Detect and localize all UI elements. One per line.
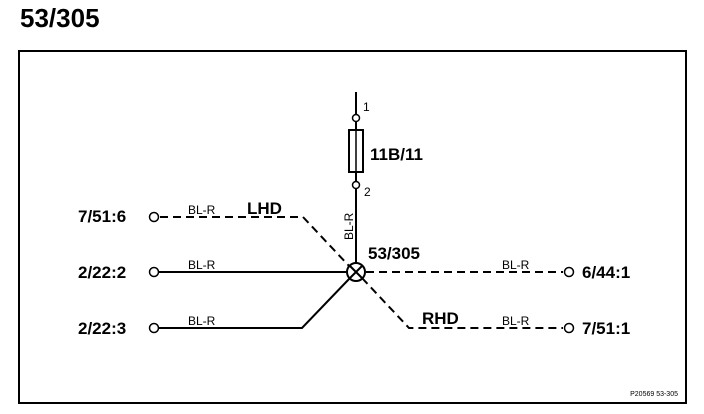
fuse-pin-2-terminal <box>351 180 361 190</box>
fuse-pin-1-terminal <box>351 113 361 123</box>
wire-left-mid-color: BL-R <box>188 258 216 272</box>
wire-lhd-dashed <box>160 216 351 268</box>
wire-left-bot <box>159 277 351 329</box>
page-title: 53/305 <box>20 3 100 33</box>
connector-2-22-2-terminal <box>148 266 160 278</box>
connector-2-22-2-label: 2/22:2 <box>78 263 126 282</box>
fuse-pin-1-label: 1 <box>363 100 370 114</box>
connector-2-22-3-terminal <box>148 322 160 334</box>
connector-6-44-1-label: 6/44:1 <box>582 263 630 282</box>
diagram-frame <box>18 50 687 404</box>
splice-label: 53/305 <box>368 244 420 263</box>
lhd-label: LHD <box>247 199 282 218</box>
wire-right-bot-color: BL-R <box>502 314 530 328</box>
rhd-label: RHD <box>422 309 459 328</box>
wire-left-top-color: BL-R <box>188 203 216 217</box>
connector-7-51-6-label: 7/51:6 <box>78 207 126 226</box>
connector-2-22-3-label: 2/22:3 <box>78 319 126 338</box>
fuse-label: 11B/11 <box>370 145 423 164</box>
connector-7-51-1-terminal <box>563 322 575 334</box>
connector-6-44-1-terminal <box>563 266 575 278</box>
vertical-wire-color: BL-R <box>342 212 356 240</box>
splice-symbol <box>346 262 366 282</box>
connector-7-51-6-terminal <box>148 211 160 223</box>
wire-right-mid-color: BL-R <box>502 258 530 272</box>
reference-code: P20569 53-305 <box>630 391 678 398</box>
wire-rhd-dashed <box>361 277 563 329</box>
connector-7-51-1-label: 7/51:1 <box>582 319 630 338</box>
fuse-pin-2-label: 2 <box>364 185 371 199</box>
wire-left-bot-color: BL-R <box>188 314 216 328</box>
